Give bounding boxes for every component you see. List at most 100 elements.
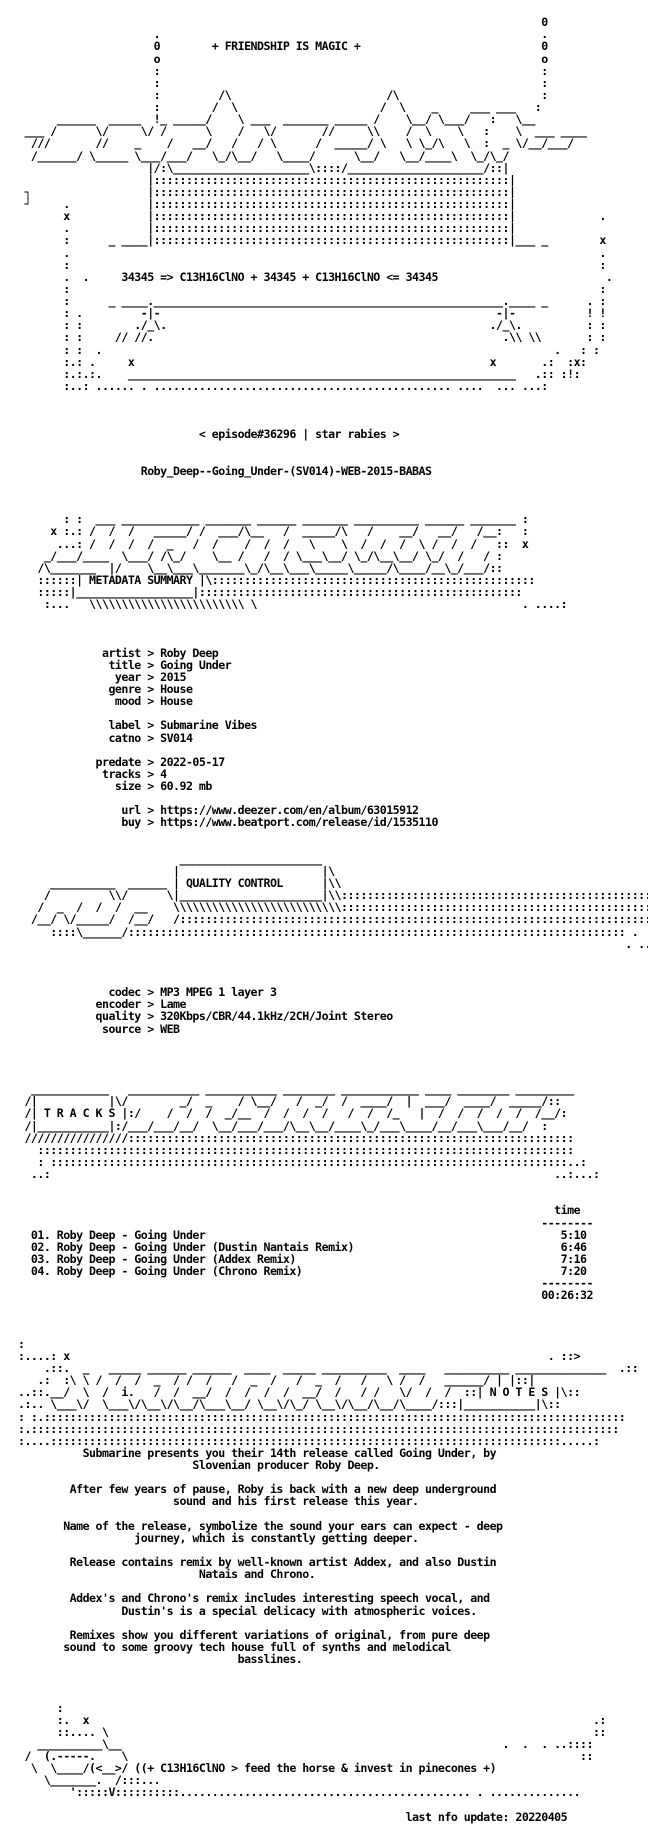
nfo-line: ______________________ <box>18 851 323 866</box>
nfo-line: ::::\______/::::::::::::::::::::::::::::… <box>18 924 639 939</box>
nfo-line: : _ ____._______________________________… <box>18 294 606 308</box>
nfo-line <box>18 1665 638 1677</box>
nfo-line: sound and his first release this year. <box>18 1494 419 1509</box>
nfo-line: _/___/____ \___/ /\_/ \__ / / / \___\__/… <box>18 548 503 563</box>
nfo-line <box>18 841 638 853</box>
nfo-line: ...: / / / / _ / / / / / \ \ / / / \ / /… <box>18 536 529 551</box>
nfo-line: . ..: <box>18 936 648 951</box>
nfo-line: : <box>18 1336 25 1351</box>
nfo-line: /| |\/ _/ _ / \__/ / _/ / ____/ | ___/ _… <box>18 1094 561 1109</box>
nfo-line: Natais and Chrono. <box>18 1567 316 1582</box>
nfo-line: 00:26:32 <box>18 1288 593 1303</box>
nfo-line: : : ___ ____________ _______ ______ ____… <box>18 512 529 527</box>
nfo-line <box>18 1035 638 1047</box>
nfo-line: .::. _ _____ ______ ______ ____ _____ __… <box>18 1361 639 1375</box>
nfo-line: Dustin's is a special delicacy with atmo… <box>18 1603 477 1618</box>
nfo-line: catno > SV014 <box>18 730 193 745</box>
nfo-line: -------- <box>18 1276 593 1291</box>
nfo-line: . |:::::::::::::::::::::::::::::::::::::… <box>18 221 516 236</box>
nfo-line: o o <box>18 51 549 66</box>
nfo-line: quality > 320Kbps/CBR/44.1kHz/2CH/Joint … <box>18 1009 394 1024</box>
nfo-line: : /\ /\ : <box>18 87 549 102</box>
nfo-line: title > Going Under <box>18 657 232 672</box>
nfo-line: codec > MP3 MPEG 1 layer 3 <box>18 985 277 1000</box>
nfo-line: : ::::::::::::::::::::::::::::::::::::::… <box>18 1154 587 1169</box>
nfo-line: \ \____/(<__>/ ((+ C13H16ClNO > feed the… <box>18 1761 497 1776</box>
nfo-line: x :.: / / / _____/ / ___/\__ / _____/\ /… <box>18 524 529 539</box>
nfo-line: journey, which is constantly getting dee… <box>18 1530 419 1545</box>
nfo-line <box>18 950 638 962</box>
nfo-line: label > Submarine Vibes <box>18 718 258 733</box>
nfo-line: encoder > Lame <box>18 997 187 1012</box>
nfo-line: predate > 2022-05-17 <box>18 754 226 769</box>
nfo-line: . . <box>18 245 606 260</box>
nfo-line: buy > https://www.beatport.com/release/i… <box>18 815 438 830</box>
nfo-line: : : <box>18 257 606 272</box>
nfo-line <box>18 453 638 465</box>
nfo-line: : : <box>18 75 549 90</box>
nfo-line <box>18 404 638 416</box>
nfo-line: mood > House <box>18 694 193 709</box>
nfo-line: / _ / / / __ \\\\\\\\\\\\\\\\\\\\\\\\\\:… <box>18 900 648 915</box>
nfo-line <box>18 1301 638 1313</box>
nfo-line: 01. Roby Deep - Going Under 5:10 <box>18 1227 587 1242</box>
nfo-line: 04. Roby Deep - Going Under (Chrono Remi… <box>18 1264 587 1278</box>
nfo-line: /__/ \/_____/ /__/ /::::::::::::::::::::… <box>18 912 648 927</box>
nfo-line: : : <box>18 281 606 296</box>
nfo-line: : : ./_\. ./_\. : : <box>18 318 606 333</box>
nfo-line <box>18 744 638 756</box>
nfo-line: ____________ ___________ ___________ ___… <box>18 1082 574 1097</box>
nfo-line: : : . . : : <box>18 342 600 357</box>
nfo-line <box>18 1508 638 1520</box>
nfo-line <box>18 1314 638 1326</box>
nfo-line: 03. Roby Deep - Going Under (Addex Remix… <box>18 1251 587 1266</box>
nfo-line: :... \\\\\\\\\\\\\\\\\\\\\\\\ \ . ....: <box>18 597 568 612</box>
nfo-line: genre > House <box>18 682 193 696</box>
nfo-line: ::::::::::::::::::::::::::::::::::::::::… <box>18 1142 574 1157</box>
nfo-line: ':::::V::::::::::.......................… <box>18 1785 581 1800</box>
nfo-line: __________ ______ | QUALITY CONTROL |\\ <box>18 876 342 890</box>
nfo-line: | |\ <box>18 863 335 878</box>
nfo-line: Remixes show you different variations of… <box>18 1627 490 1642</box>
nfo-line: ..: ..:...: <box>18 1167 600 1181</box>
nfo-line: x |:::::::::::::::::::::::::::::::::::::… <box>18 209 606 224</box>
nfo-line: sound to some groovy tech house full of … <box>18 1639 451 1654</box>
nfo-document: 0 . . 0 + FRIENDSHIP IS MAGIC + 0 o <box>18 4 648 1824</box>
nfo-line: last nfo update: 20220405 <box>18 1809 568 1824</box>
nfo-line: ___ / \/ \/ / \ / \/ // \\ / \ \ : \ ___… <box>18 124 587 139</box>
nfo-line <box>18 1059 638 1071</box>
nfo-line: __________\__ . . . ..:::: <box>18 1736 593 1751</box>
nfo-line: :.:.:. _________________________________… <box>18 366 581 381</box>
nfo-line: -------- <box>18 1215 593 1230</box>
nfo-line: artist > Roby Deep <box>18 645 219 660</box>
nfo-line: :.::::::::::::::::::::::::::::::::::::::… <box>18 1421 619 1436</box>
nfo-line <box>18 622 638 634</box>
nfo-line <box>18 1689 638 1701</box>
nfo-line: url > https://www.deezer.com/en/album/63… <box>18 803 419 818</box>
nfo-line: source > WEB <box>18 1021 180 1036</box>
nfo-line: |:::::::::::::::::::::::::::::::::::::::… <box>18 172 516 187</box>
nfo-line: : . -|- -|- ! ! <box>18 306 606 321</box>
nfo-line: /|___________|:/___/___/__/ \__/___/___/… <box>18 1118 548 1133</box>
nfo-line: :....:::::::::::::::::::::::::::::::::::… <box>18 1433 600 1448</box>
nfo-line: .: :\ \ / / / _ / / / / _ / / _ / / \ / … <box>18 1373 535 1388</box>
nfo-line: . . 34345 => C13H16ClNO + 34345 + C13H16… <box>18 269 613 284</box>
nfo-line: ..::.__/ \ / i. / / __/ / / / / __/ / / … <box>18 1385 581 1400</box>
nfo-line: : : <box>18 63 549 78</box>
nfo-line <box>18 1617 638 1629</box>
nfo-line <box>18 1799 638 1811</box>
nfo-line: Name of the release, symbolize the sound… <box>18 1518 503 1533</box>
nfo-line: size > 60.92 mb <box>18 779 212 793</box>
nfo-line: Addex's and Chrono's remix includes inte… <box>18 1591 490 1606</box>
nfo-line: :. x .: <box>18 1712 607 1727</box>
nfo-line: : : // //. .\\ \\ : : <box>18 330 606 345</box>
nfo-line: ______ _____ !_ _____/ \ ___ _______ ___… <box>18 112 536 127</box>
nfo-line: \_______. /:::... <box>18 1773 161 1788</box>
nfo-line: < episode#36296 | star rabies > <box>18 427 400 442</box>
nfo-line: ////////////////::::::::::::::::::::::::… <box>18 1130 574 1145</box>
nfo-line: . . <box>18 27 549 42</box>
nfo-line: ┘ . |:::::::::::::::::::::::::::::::::::… <box>18 197 516 211</box>
nfo-line: : / \ / \ _ ___ ___ : <box>18 100 542 114</box>
nfo-line: Submarine presents you their 14th releas… <box>18 1445 497 1460</box>
nfo-line <box>18 1180 638 1192</box>
